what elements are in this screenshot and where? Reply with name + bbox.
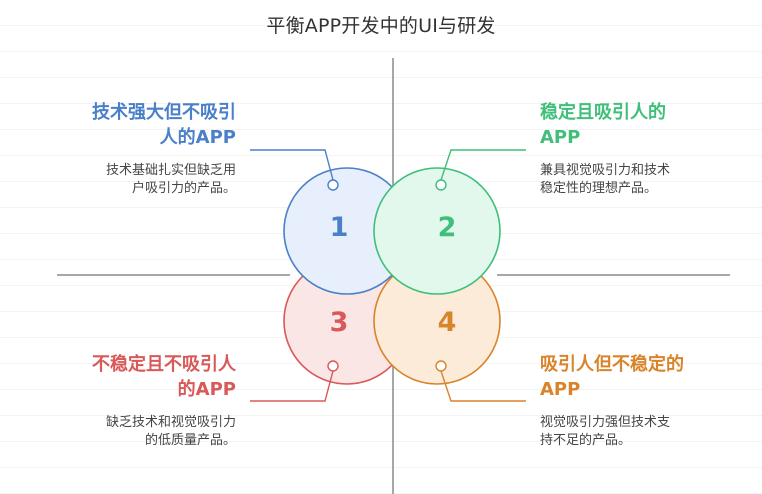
quadrant-4-description-line-2: 持不足的产品。 bbox=[540, 433, 632, 448]
quadrant-1-description-line-1: 技术基础扎实但缺乏用 bbox=[105, 163, 236, 178]
quadrant-3-heading-line-1: 不稳定且不吸引人 bbox=[92, 354, 236, 375]
quadrant-2-heading-line-2: APP bbox=[540, 127, 581, 148]
quadrant-1-description: 技术基础扎实但缺乏用 户吸引力的产品。 bbox=[106, 162, 236, 198]
quadrant-2-description-line-2: 稳定性的理想产品。 bbox=[540, 181, 658, 196]
anchor-dot-4 bbox=[435, 360, 447, 372]
quadrant-2-heading: 稳定且吸引人的 APP bbox=[540, 100, 666, 150]
anchor-dot-2 bbox=[435, 179, 447, 191]
leader-line-1 bbox=[250, 149, 334, 181]
quadrant-3-description: 缺乏技术和视觉吸引力 的低质量产品。 bbox=[106, 414, 236, 450]
quadrant-3-description-line-1: 缺乏技术和视觉吸引力 bbox=[105, 415, 236, 430]
quadrant-3-heading: 不稳定且不吸引人 的APP bbox=[92, 352, 236, 402]
quadrant-number-1: 1 bbox=[329, 212, 349, 243]
quadrant-4-description: 视觉吸引力强但技术支 持不足的产品。 bbox=[540, 414, 670, 450]
quadrant-4-heading-line-2: APP bbox=[540, 379, 581, 400]
quadrant-3-description-line-2: 的低质量产品。 bbox=[144, 433, 236, 448]
leader-line-4 bbox=[440, 370, 526, 402]
quadrant-2-description-line-1: 兼具视觉吸引力和技术 bbox=[540, 163, 671, 178]
leader-line-2 bbox=[440, 149, 526, 181]
quadrant-1-heading-line-2: 人的APP bbox=[159, 127, 236, 148]
quadrant-number-2: 2 bbox=[437, 212, 457, 243]
quadrant-1-heading: 技术强大但不吸引 人的APP bbox=[92, 100, 236, 150]
quadrant-1-description-line-2: 户吸引力的产品。 bbox=[131, 181, 236, 196]
quadrant-2-heading-line-1: 稳定且吸引人的 bbox=[540, 102, 666, 123]
quadrant-4-heading: 吸引人但不稳定的 APP bbox=[540, 352, 684, 402]
page-title: 平衡APP开发中的UI与研发 bbox=[266, 15, 496, 37]
quadrant-1-heading-line-1: 技术强大但不吸引 bbox=[92, 102, 236, 123]
quadrant-2-description: 兼具视觉吸引力和技术 稳定性的理想产品。 bbox=[540, 162, 670, 198]
anchor-dot-3 bbox=[327, 360, 339, 372]
quadrant-4-description-line-1: 视觉吸引力强但技术支 bbox=[540, 415, 671, 430]
leader-line-3 bbox=[250, 370, 334, 402]
quadrant-3-heading-line-2: 的APP bbox=[177, 379, 236, 400]
quadrant-4-heading-line-1: 吸引人但不稳定的 bbox=[540, 354, 684, 375]
quadrant-number-3: 3 bbox=[329, 307, 349, 338]
circle-2 bbox=[373, 167, 501, 295]
quadrant-number-4: 4 bbox=[437, 307, 457, 338]
anchor-dot-1 bbox=[327, 179, 339, 191]
